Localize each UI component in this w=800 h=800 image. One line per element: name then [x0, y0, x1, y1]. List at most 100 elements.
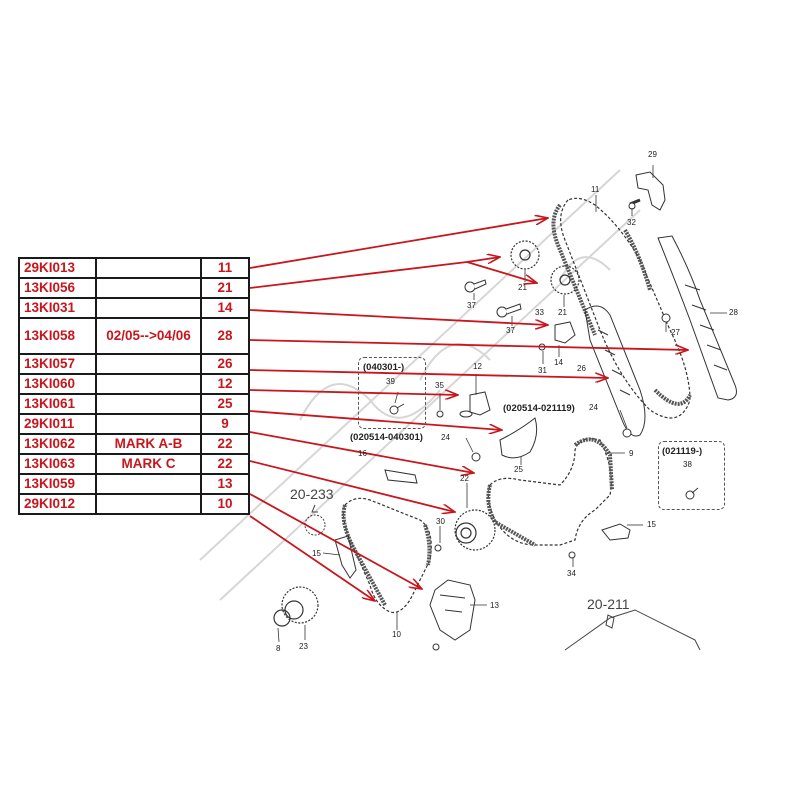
section-ref-20-211: 20-211: [587, 596, 630, 612]
table-row: 13KI060 12: [18, 373, 250, 395]
part-label-13: 13: [490, 601, 499, 610]
part-label-31: 31: [538, 366, 547, 375]
part-label-14: 14: [554, 358, 563, 367]
part-ref-number: 25: [200, 393, 250, 415]
part-note: [95, 473, 202, 495]
part-ref-number: 11: [200, 257, 250, 279]
part-label-39: 39: [386, 377, 395, 386]
part-code: 13KI060: [18, 373, 97, 395]
table-row: 13KI056 21: [18, 277, 250, 299]
guide-rail-28: [657, 235, 737, 401]
part-label-11: 11: [591, 185, 600, 194]
table-row: 29KI013 11: [18, 257, 250, 279]
part-code: 13KI061: [18, 393, 97, 415]
part-label-33: 33: [535, 308, 544, 317]
upper-chain-11: [551, 197, 692, 419]
watermark: [199, 169, 641, 601]
dashed-box-021119: [658, 441, 725, 510]
part-note: [95, 277, 202, 299]
part-ref-number: 21: [200, 277, 250, 299]
part-label-9: 9: [629, 449, 634, 458]
part-note: [95, 297, 202, 319]
chain-9: [486, 437, 614, 547]
part-label-10: 10: [392, 630, 401, 639]
part-note: [95, 393, 202, 415]
part-code: 13KI056: [18, 277, 97, 299]
part-note: MARK A-B: [95, 433, 202, 455]
part-note: [95, 353, 202, 375]
part-note: [95, 373, 202, 395]
date-range-020514-040301: (020514-040301): [350, 432, 423, 443]
camshaft-sprockets-21: [510, 240, 580, 295]
part-label-21b: 21: [558, 308, 567, 317]
bracket-29: [629, 171, 666, 211]
part-label-35: 35: [435, 381, 444, 390]
sprocket-22: [454, 509, 496, 551]
part-ref-number: 22: [200, 453, 250, 475]
part-code: 13KI058: [18, 317, 97, 355]
guide-15-right: [601, 523, 631, 541]
part-label-37b: 37: [506, 326, 515, 335]
part-ref-number: 14: [200, 297, 250, 319]
part-label-27: 27: [671, 328, 680, 337]
part-code: 29KI013: [18, 257, 97, 279]
part-label-38: 38: [683, 460, 692, 469]
part-label-34: 34: [567, 569, 576, 578]
sprocket-23: [273, 586, 319, 627]
part-label-30: 30: [436, 517, 445, 526]
part-ref-number: 13: [200, 473, 250, 495]
table-row: 13KI062 MARK A-B 22: [18, 433, 250, 455]
section-ref-20-233: 20-233: [290, 486, 334, 502]
dashed-box-040301: [358, 357, 426, 429]
part-ref-number: 28: [200, 317, 250, 355]
part-code: 13KI057: [18, 353, 97, 375]
tensioner-guide-26: [584, 305, 646, 437]
part-label-15a: 15: [312, 549, 321, 558]
part-ref-number: 10: [200, 493, 250, 515]
housing-13: [429, 579, 476, 641]
part-label-29: 29: [648, 150, 657, 159]
part-label-24b: 24: [441, 433, 450, 442]
table-row: 13KI059 13: [18, 473, 250, 495]
part-ref-number: 22: [200, 433, 250, 455]
part-note: [95, 257, 202, 279]
part-label-26: 26: [577, 364, 586, 373]
part-ref-number: 26: [200, 353, 250, 375]
table-row: 13KI061 25: [18, 393, 250, 415]
part-code: 29KI011: [18, 413, 97, 435]
part-label-22: 22: [460, 474, 469, 483]
leader-lines: [277, 165, 727, 643]
part-code: 13KI062: [18, 433, 97, 455]
part-code: 13KI059: [18, 473, 97, 495]
table-row: 13KI058 02/05-->04/06 28: [18, 317, 250, 355]
part-code: 29KI012: [18, 493, 97, 515]
part-label-32: 32: [627, 218, 636, 227]
table-row: 13KI063 MARK C 22: [18, 453, 250, 475]
part-label-37a: 37: [467, 301, 476, 310]
table-row: 13KI031 14: [18, 297, 250, 319]
part-code: 13KI031: [18, 297, 97, 319]
part-label-21a: 21: [518, 283, 527, 292]
parts-reference-table: 29KI013 11 13KI056 21 13KI031 14 13KI058…: [18, 257, 250, 515]
date-range-020514-021119: (020514-021119): [503, 403, 575, 414]
table-row: 29KI012 10: [18, 493, 250, 515]
part-label-16: 16: [358, 449, 367, 458]
part-label-25: 25: [514, 465, 523, 474]
part-ref-number: 12: [200, 373, 250, 395]
table-row: 13KI057 26: [18, 353, 250, 375]
date-label-040301: (040301-): [363, 362, 405, 373]
part-label-24a: 24: [589, 403, 598, 412]
part-label-15b: 15: [647, 520, 656, 529]
guide-25: [499, 417, 538, 459]
part-label-12: 12: [473, 362, 482, 371]
part-code: 13KI063: [18, 453, 97, 475]
callout-arrows: [249, 218, 688, 601]
part-ref-number: 9: [200, 413, 250, 435]
part-note: [95, 493, 202, 515]
guide-15-left: [334, 535, 357, 579]
guide-16: [384, 469, 418, 484]
chain-10: [341, 497, 432, 614]
tensioner-12: [459, 391, 491, 418]
date-label-021119: (021119-): [662, 446, 703, 457]
